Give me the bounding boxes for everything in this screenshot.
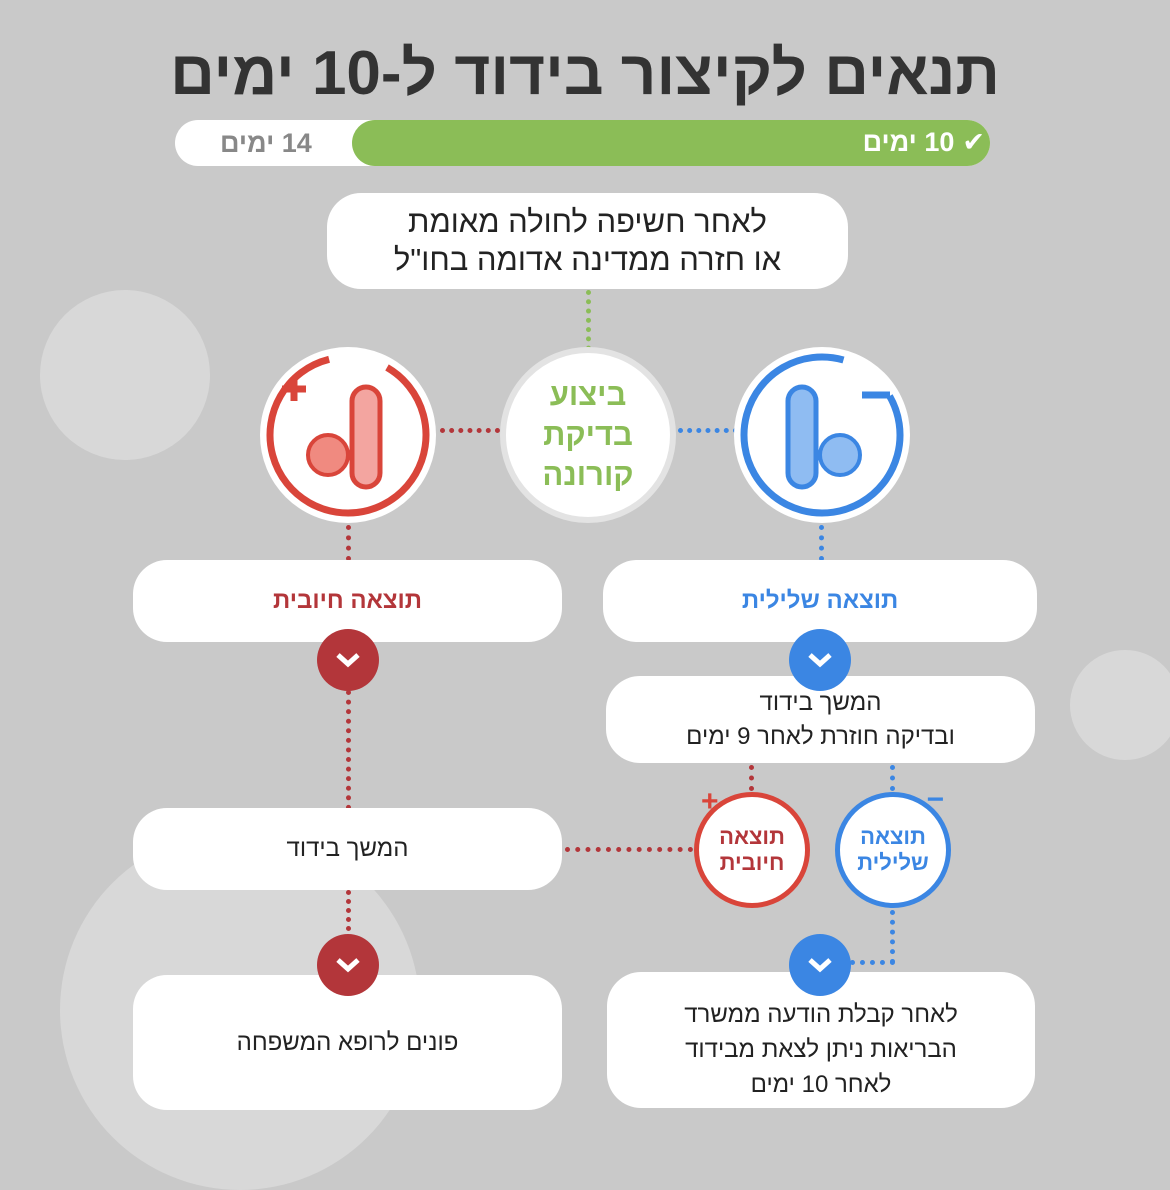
- negative-continue-box: המשך בידוד ובדיקה חוזרת לאחר 9 ימים: [606, 676, 1035, 763]
- negative-test-icon: [734, 347, 910, 523]
- positive-continue-box: המשך בידוד: [133, 808, 562, 890]
- connector: [346, 890, 351, 940]
- connector: [819, 525, 824, 561]
- connector: [586, 290, 591, 360]
- start-text: או חזרה ממדינה אדומה בחו"ל: [393, 242, 782, 277]
- connector: [850, 960, 895, 965]
- chevron-down-icon: [789, 629, 851, 691]
- new-duration: ✔ 10 ימים: [863, 127, 985, 158]
- final-text: לאחר 10 ימים: [750, 1070, 892, 1098]
- connector: [678, 428, 738, 433]
- old-duration-label: 14 ימים: [220, 128, 312, 158]
- connector: [890, 910, 895, 964]
- connector: [346, 525, 351, 561]
- chevron-down-icon: [317, 629, 379, 691]
- connector: [440, 428, 500, 433]
- retest-negative-circle: − תוצאה שלילית: [835, 785, 951, 908]
- connector: [565, 847, 693, 852]
- connector: [890, 765, 895, 791]
- positive-final-box: פונים לרופא המשפחה: [133, 975, 562, 1110]
- page-title: תנאים לקיצור בידוד ל-10 ימים: [170, 39, 1000, 108]
- check-icon: ✔: [962, 127, 985, 157]
- plus-icon: +: [701, 785, 719, 818]
- duration-bar-fill: [352, 120, 990, 166]
- retest-text: חיובית: [719, 850, 785, 875]
- positive-test-icon: [260, 347, 436, 523]
- continue-text: המשך בידוד: [759, 688, 882, 716]
- chevron-down-icon: [317, 934, 379, 996]
- start-box: לאחר חשיפה לחולה מאומת או חזרה ממדינה אד…: [327, 193, 848, 289]
- continue-text: המשך בידוד: [286, 835, 409, 862]
- test-text: קורונה: [542, 457, 634, 492]
- new-duration-label: 10 ימים: [862, 127, 955, 157]
- retest-text: שלילית: [857, 850, 929, 875]
- chevron-down-icon: [789, 934, 851, 996]
- retest-text: תוצאה: [719, 824, 785, 849]
- negative-result-box: תוצאה שלילית: [603, 560, 1037, 642]
- background-virus-decoration: [40, 290, 210, 460]
- final-text: פונים לרופא המשפחה: [236, 1028, 459, 1056]
- positive-result-label: תוצאה חיובית: [273, 587, 422, 614]
- test-text: בדיקת: [543, 417, 633, 452]
- continue-text: ובדיקה חוזרת לאחר 9 ימים: [686, 722, 955, 750]
- connector: [749, 765, 754, 791]
- start-text: לאחר חשיפה לחולה מאומת: [408, 204, 767, 239]
- test-circle: ביצוע בדיקת קורונה: [500, 347, 676, 523]
- final-text: הבריאות ניתן לצאת מבידוד: [685, 1035, 957, 1063]
- retest-positive-circle: + תוצאה חיובית: [694, 785, 810, 908]
- background-virus-decoration: [1070, 650, 1170, 760]
- minus-icon: −: [926, 783, 944, 816]
- connector: [346, 690, 351, 810]
- negative-result-label: תוצאה שלילית: [741, 587, 899, 614]
- retest-text: תוצאה: [860, 824, 926, 849]
- test-text: ביצוע: [549, 377, 627, 412]
- positive-result-box: תוצאה חיובית: [133, 560, 562, 642]
- final-text: לאחר קבלת הודעה ממשרד: [684, 1000, 958, 1028]
